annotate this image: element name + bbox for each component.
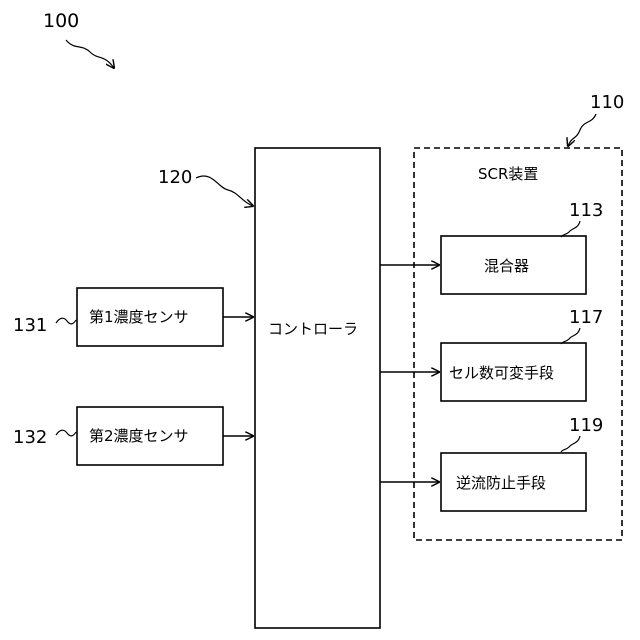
mixer-ref: 113 [569,200,603,221]
sensor-1-label: 第1濃度センサ [89,308,189,326]
controller-ref-leader [196,176,253,206]
backflow-label: 逆流防止手段 [456,474,546,492]
scr-device-ref: 110 [590,92,624,113]
sensor-2-label: 第2濃度センサ [89,427,189,445]
cell-count-label: セル数可変手段 [449,364,554,382]
controller-box [255,148,380,628]
mixer-label: 混合器 [484,257,529,275]
cell-count-ref: 117 [569,307,603,328]
sensor-1-ref: 131 [13,315,47,336]
controller-ref: 120 [158,167,192,188]
scr-device-label: SCR装置 [478,165,538,183]
figure-ref-100-leader [66,40,114,68]
scr-device-ref-leader [568,114,596,146]
sensor-2-ref: 132 [13,427,47,448]
mixer-ref-leader [561,221,580,237]
sensor-1-ref-tilde [56,318,76,324]
backflow-ref-leader [561,436,580,452]
backflow-ref: 119 [569,415,603,436]
sensor-2-ref-tilde [56,430,76,436]
cell-count-ref-leader [561,328,580,344]
controller-label: コントローラ [268,320,358,338]
figure-ref-100: 100 [43,10,79,32]
